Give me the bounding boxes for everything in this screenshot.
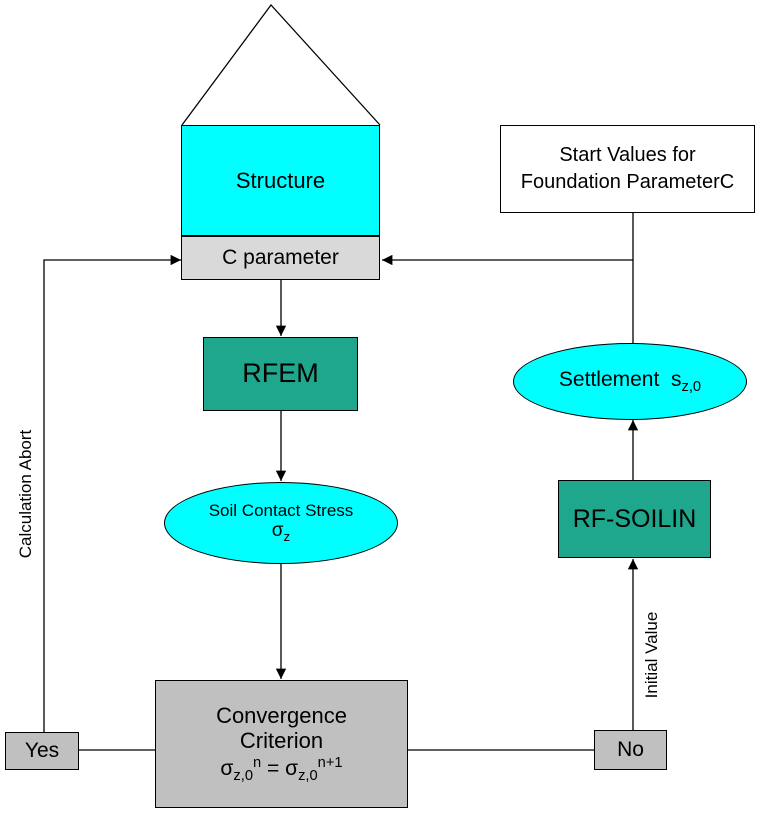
start-values-box: Start Values for Foundation ParameterC bbox=[500, 125, 755, 213]
start-values-line2: Foundation ParameterC bbox=[520, 171, 735, 193]
soil-contact-stress-symbol: σz bbox=[271, 519, 291, 544]
rfem-label: RFEM bbox=[242, 358, 319, 389]
convergence-formula: σz,0n = σz,0n+1 bbox=[220, 755, 343, 785]
structure-label: Structure bbox=[235, 167, 326, 193]
rfem-box: RFEM bbox=[203, 337, 358, 411]
start-values-line1: Start Values for bbox=[559, 144, 696, 166]
rf-soilin-label: RF-SOILIN bbox=[572, 504, 697, 533]
initial-value-label: Initial Value bbox=[642, 611, 661, 699]
no-label: No bbox=[617, 737, 644, 761]
convergence-line2: Criterion bbox=[239, 727, 324, 753]
c-parameter-box: C parameter bbox=[181, 236, 380, 280]
settlement-ellipse: Settlement sz,0 bbox=[513, 343, 747, 420]
yes-box: Yes bbox=[5, 732, 79, 770]
soil-contact-stress-ellipse: Soil Contact Stress σz bbox=[164, 482, 398, 564]
c-parameter-label: C parameter bbox=[222, 245, 339, 269]
convergence-line1: Convergence bbox=[216, 702, 347, 728]
calculation-abort-label: Calculation Abort bbox=[16, 429, 35, 559]
structure-box: Structure bbox=[181, 125, 380, 236]
roof-outline bbox=[181, 3, 381, 126]
rf-soilin-box: RF-SOILIN bbox=[558, 480, 711, 558]
soil-contact-stress-label: Soil Contact Stress bbox=[208, 500, 354, 520]
arrow-settlement-to-cparam bbox=[382, 254, 634, 343]
convergence-criterion-box: Convergence Criterion σz,0n = σz,0n+1 bbox=[155, 680, 408, 808]
settlement-label: Settlement sz,0 bbox=[558, 367, 702, 395]
no-box: No bbox=[594, 730, 667, 770]
arrow-yes-to-cparam bbox=[43, 254, 181, 732]
yes-label: Yes bbox=[24, 738, 60, 762]
